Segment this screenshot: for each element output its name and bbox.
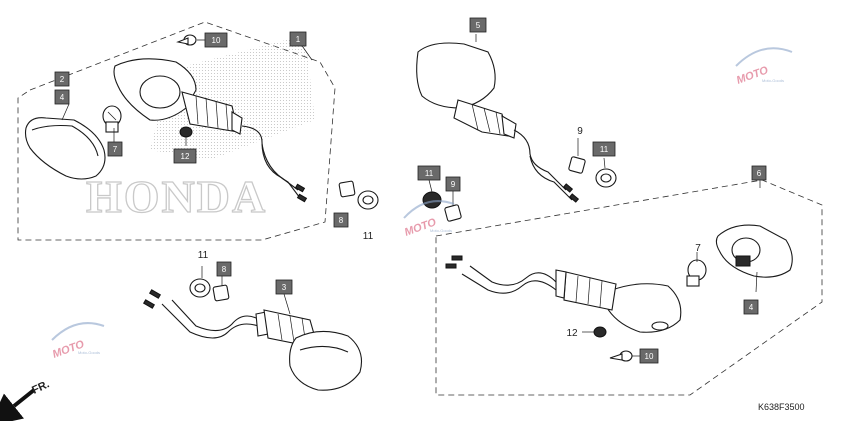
svg-text:9: 9: [451, 180, 456, 189]
callout-10-front[interactable]: 10: [204, 32, 228, 48]
svg-text:8: 8: [222, 265, 227, 274]
callout-10-rear[interactable]: 10: [639, 348, 659, 364]
svg-text:Moto-Goods: Moto-Goods: [430, 228, 452, 233]
connector-pins: [294, 183, 308, 203]
svg-text:Moto-Goods: Moto-Goods: [762, 78, 784, 83]
svg-text:1: 1: [296, 35, 301, 44]
housing-socket: [139, 75, 181, 109]
callout-4-front[interactable]: 4: [54, 89, 70, 105]
wire-harness-front-right: [171, 299, 257, 332]
clip-part-8-b: [212, 284, 230, 302]
callout-6[interactable]: 6: [751, 165, 767, 181]
bulb-part-7-b: [686, 259, 707, 287]
honda-logo-text: HONDA: [86, 171, 267, 222]
lens-housing-part-3: [289, 330, 363, 391]
svg-text:3: 3: [282, 283, 287, 292]
watermark-bottom-left: MOTO Moto-Goods: [51, 322, 105, 361]
svg-text:10: 10: [645, 352, 654, 361]
lens-housing-part-5: [416, 42, 496, 109]
wire-harness-rear-bottom: [469, 265, 557, 286]
bulb-part-7: [102, 105, 122, 133]
group-boundary: [17, 21, 336, 241]
clip-part-9-a: [444, 204, 462, 222]
stalk-end: [231, 111, 243, 135]
svg-text:4: 4: [60, 93, 65, 102]
nut-part-11-b: [422, 191, 442, 209]
watermark-top-right: MOTO Moto-Goods: [735, 47, 793, 87]
callout-8-bottom-left[interactable]: 8: [216, 261, 232, 277]
stalk-rubber-cover: [563, 271, 617, 311]
svg-text:5: 5: [476, 21, 481, 30]
clip-part-9-b: [568, 156, 586, 174]
grommet-part-12-b: [593, 326, 607, 338]
callout-7[interactable]: 7: [107, 141, 123, 157]
svg-text:8: 8: [339, 216, 344, 225]
assembly-group-rear-right-bottom: [435, 179, 823, 396]
svg-text:11: 11: [425, 169, 434, 178]
callout-8-middle[interactable]: 8: [333, 212, 349, 228]
direction-label: FR.: [30, 378, 51, 396]
svg-text:2: 2: [60, 75, 65, 84]
callout-2[interactable]: 2: [54, 71, 70, 87]
svg-text:MOTO: MOTO: [735, 64, 770, 87]
label-11-middle: 11: [363, 231, 374, 242]
label-11-bottom-left: 11: [198, 250, 209, 261]
assembly-group-rear-right-top: [416, 34, 617, 203]
callout-5[interactable]: 5: [469, 17, 487, 33]
stalk-ribs: [195, 95, 229, 131]
svg-text:7: 7: [113, 145, 118, 154]
lens-inner-edge: [31, 124, 99, 157]
callout-9-middle[interactable]: 9: [445, 176, 461, 192]
label-12-rear: 12: [566, 328, 578, 339]
clip-part-8-a: [338, 180, 356, 198]
svg-text:Moto-Goods: Moto-Goods: [78, 350, 100, 355]
label-7-rear: 7: [695, 243, 701, 254]
callout-11-middle[interactable]: 11: [417, 165, 441, 181]
screw-part-10-b: [609, 350, 633, 362]
screw-part-10: [176, 34, 197, 46]
assembly-group-front-right: [142, 266, 363, 391]
diagram-code: K638F3500: [758, 402, 805, 412]
lens-rear-right-bottom: [605, 283, 682, 333]
label-9-top-right: 9: [577, 126, 583, 137]
callout-3[interactable]: 3: [275, 279, 293, 295]
wire-harness-front-left: [241, 125, 299, 191]
grommet-part-12: [179, 126, 193, 146]
svg-text:6: 6: [757, 169, 762, 178]
callout-4-rear[interactable]: 4: [743, 299, 759, 315]
wire-harness-rear-right: [513, 129, 567, 191]
stalk-rubber-cover: [453, 99, 509, 137]
svg-text:11: 11: [600, 145, 609, 154]
front-direction-indicator: FR.: [0, 378, 51, 421]
assembly-group-front-left: HONDA: [17, 21, 336, 241]
svg-text:12: 12: [181, 152, 190, 161]
callout-11-top-right[interactable]: 11: [592, 141, 616, 157]
lens-part-2: [24, 117, 106, 180]
svg-text:10: 10: [212, 36, 221, 45]
callout-12-front[interactable]: 12: [173, 148, 197, 164]
loose-parts-middle: [338, 180, 462, 222]
svg-text:4: 4: [749, 303, 754, 312]
callout-1[interactable]: 1: [289, 31, 307, 47]
